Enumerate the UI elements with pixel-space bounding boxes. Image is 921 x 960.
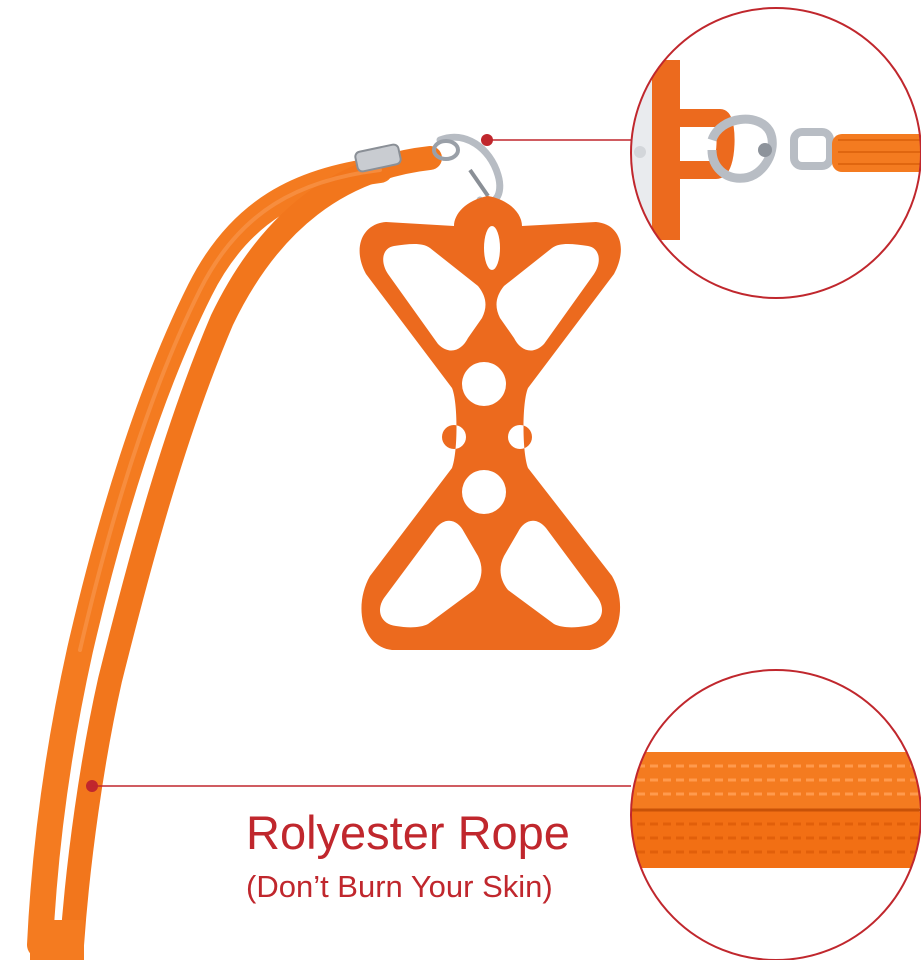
caption-subtitle: (Don’t Burn Your Skin) [246,869,553,904]
pointer-bottom [86,780,631,792]
caption-title: Rolyester Rope [246,806,570,859]
silicone-phone-holder [359,196,621,650]
pointer-top [481,134,633,146]
callout-rope-detail [630,669,921,960]
callout-clasp-detail [630,7,921,299]
lanyard-rope [27,146,442,960]
